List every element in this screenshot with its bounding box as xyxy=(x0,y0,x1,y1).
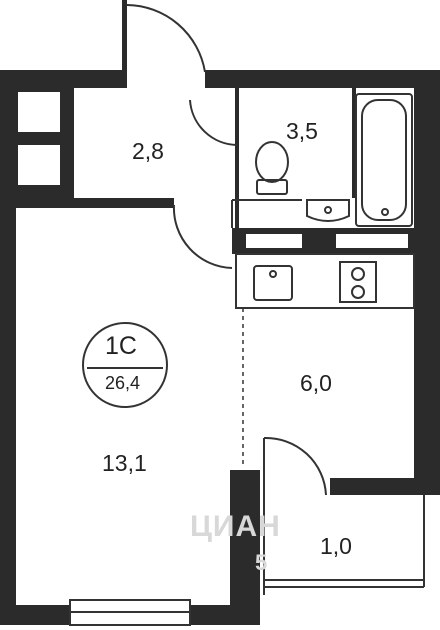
living-window xyxy=(69,599,191,626)
washbasin xyxy=(306,199,350,222)
room-area-bathroom: 3,5 xyxy=(286,118,318,144)
bathtub xyxy=(355,93,413,227)
room-area-hall: 2,8 xyxy=(132,138,164,164)
hall-door xyxy=(172,99,238,269)
apartment-total-area: 26,4 xyxy=(105,373,141,393)
watermark-text: ЦИАН xyxy=(190,510,281,543)
closet xyxy=(16,88,74,200)
kitchen-counter xyxy=(235,253,415,309)
interior-walls xyxy=(16,88,356,228)
outer-walls xyxy=(0,70,440,625)
apartment-badge xyxy=(82,322,168,408)
room-area-living-room: 13,1 xyxy=(102,450,147,476)
balcony xyxy=(264,495,425,588)
entrance-door xyxy=(122,0,206,88)
bathroom-wall xyxy=(231,199,414,254)
balcony-door xyxy=(263,436,327,595)
room-area-balcony: 1,0 xyxy=(320,533,352,559)
apartment-type-label: 1С xyxy=(105,332,137,360)
watermark-number: 5 xyxy=(255,550,269,575)
toilet xyxy=(255,141,289,195)
room-area-kitchen: 6,0 xyxy=(300,370,332,396)
